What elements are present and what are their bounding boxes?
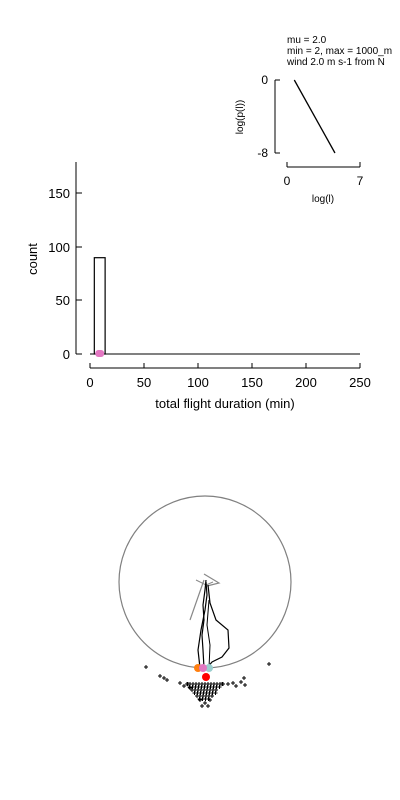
plus-marker [200, 704, 204, 708]
inset-plot: mu = 2.0 min = 2, max = 1000_m wind 2.0 … [235, 35, 392, 205]
hist-ytick-label-1: 50 [56, 293, 70, 308]
hist-ytick-label-2: 100 [48, 240, 70, 255]
inset-xtick-label-0: 0 [284, 174, 291, 188]
cyan-endpoint [205, 664, 213, 672]
inset-ytick-label-1: -8 [257, 146, 268, 160]
inset-y-label: log(p(l)) [235, 100, 246, 134]
pink-endpoint [199, 664, 207, 672]
plus-marker [234, 684, 238, 688]
hist-xtick-label-1: 50 [137, 375, 151, 390]
inset-xtick-label-1: 7 [357, 174, 364, 188]
gray-track-segment-3 [195, 579, 214, 586]
red-point [202, 673, 210, 681]
gray-track-segment-1 [189, 579, 205, 621]
plus-marker [144, 665, 148, 669]
flight-track-1 [201, 579, 207, 669]
inset-ytick-label-0: 0 [261, 73, 268, 87]
histogram-x-label: total flight duration (min) [155, 396, 294, 411]
hist-xtick-label-3: 150 [241, 375, 263, 390]
plus-marker [186, 682, 190, 686]
hist-ytick-label-0: 0 [63, 347, 70, 362]
plus-marker [267, 662, 271, 666]
flight-track-3 [206, 584, 230, 669]
plus-marker [239, 680, 243, 684]
hist-xtick-label-2: 100 [187, 375, 209, 390]
flight-track-2 [197, 581, 208, 669]
plus-marker [182, 684, 186, 688]
hist-xtick-label-4: 200 [295, 375, 317, 390]
inset-x-label: log(l) [312, 194, 334, 205]
gray-track-segment-2 [203, 573, 221, 587]
plus-marker [208, 698, 212, 702]
plus-marker [210, 694, 214, 698]
hist-ytick-label-3: 150 [48, 186, 70, 201]
histogram-pink-marker [95, 350, 105, 357]
plus-marker [178, 681, 182, 685]
plus-marker [213, 691, 218, 695]
inset-text-line-2: min = 2, max = 1000_m [287, 46, 392, 57]
plus-marker [198, 698, 202, 702]
flight-track-4 [206, 599, 211, 669]
boundary-circle [118, 495, 292, 669]
plus-marker [165, 678, 169, 682]
inset-text-line-1: mu = 2.0 [287, 35, 327, 46]
plus-marker [243, 683, 247, 687]
histogram-plot: 0 50 100 150 count 0 50 100 150 200 250 … [25, 162, 371, 411]
hist-xtick-label-5: 250 [349, 375, 371, 390]
plus-marker [162, 676, 166, 680]
plus-marker [158, 674, 162, 678]
histogram-bar [93, 257, 106, 355]
plus-marker [226, 682, 230, 686]
inset-text-line-3: wind 2.0 m s-1 from N [286, 57, 385, 68]
trajectory-plot [118, 495, 292, 708]
histogram-y-label: count [25, 243, 40, 275]
plus-marker [188, 686, 192, 690]
plus-marker [231, 681, 235, 685]
plus-marker [220, 682, 224, 686]
hist-xtick-label-0: 0 [86, 375, 93, 390]
plus-marker-cluster [144, 662, 271, 708]
plus-marker [206, 704, 210, 708]
inset-series-line [293, 79, 336, 154]
plus-marker [217, 685, 222, 689]
plus-marker [242, 676, 246, 680]
plus-marker [203, 701, 207, 705]
